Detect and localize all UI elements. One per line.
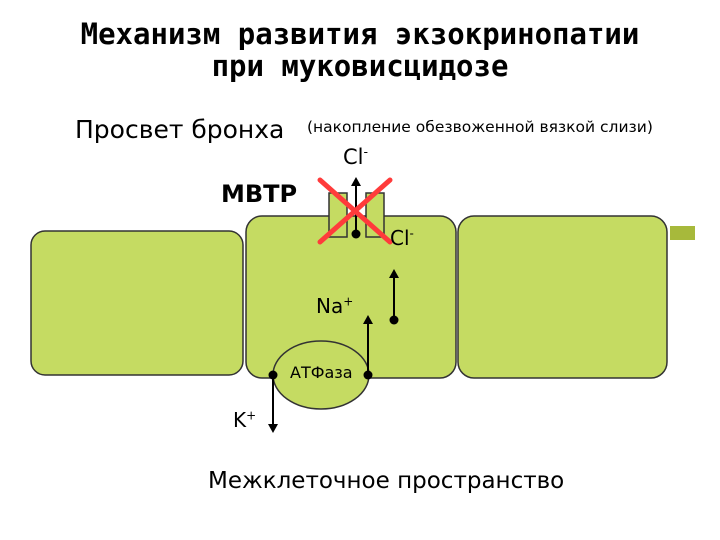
- chloride-channel-dot: [351, 229, 361, 239]
- sodium-arrowhead: [363, 315, 373, 324]
- slide-title: Механизм развития экзокринопатии при мук…: [0, 18, 720, 82]
- potassium-charge: +: [246, 408, 257, 423]
- sodium-charge: +: [343, 294, 354, 309]
- cftr-label: МВТР: [221, 180, 298, 208]
- sodium-symbol: Na: [316, 294, 344, 318]
- chloride-top-charge: -: [363, 144, 369, 159]
- potassium-symbol: K: [233, 408, 247, 432]
- chloride-label-top: Cl-: [343, 145, 368, 169]
- chloride-label-mid: Cl-: [390, 226, 414, 250]
- cell-left: [30, 230, 244, 376]
- chloride-top-symbol: Cl: [343, 145, 364, 169]
- potassium-arrowhead: [268, 424, 278, 433]
- chloride-mid-charge: -: [409, 226, 414, 241]
- atpase-label: АТФаза: [290, 363, 353, 382]
- sodium-dot: [363, 370, 373, 380]
- potassium-label: K+: [233, 408, 256, 432]
- chloride-mid-symbol: Cl: [390, 226, 410, 250]
- cell-right: [457, 215, 668, 379]
- chloride-channel-arrowhead: [351, 177, 361, 186]
- chloride-basal-arrowhead: [389, 269, 399, 278]
- slide-bullet-marker: [670, 226, 695, 240]
- chloride-basal-dot: [389, 315, 399, 325]
- title-line-1: Механизм развития экзокринопатии: [80, 17, 640, 51]
- title-line-2: при муковисцидозе: [211, 49, 509, 83]
- mucus-note: (накопление обезвоженной вязкой слизи): [307, 118, 653, 136]
- sodium-label: Na+: [316, 294, 353, 318]
- potassium-dot: [268, 370, 278, 380]
- bronchial-lumen-label: Просвет бронха: [75, 115, 285, 144]
- interstitial-space-label: Межклеточное пространство: [208, 468, 565, 494]
- blocked-cross-stroke-2: [317, 177, 393, 245]
